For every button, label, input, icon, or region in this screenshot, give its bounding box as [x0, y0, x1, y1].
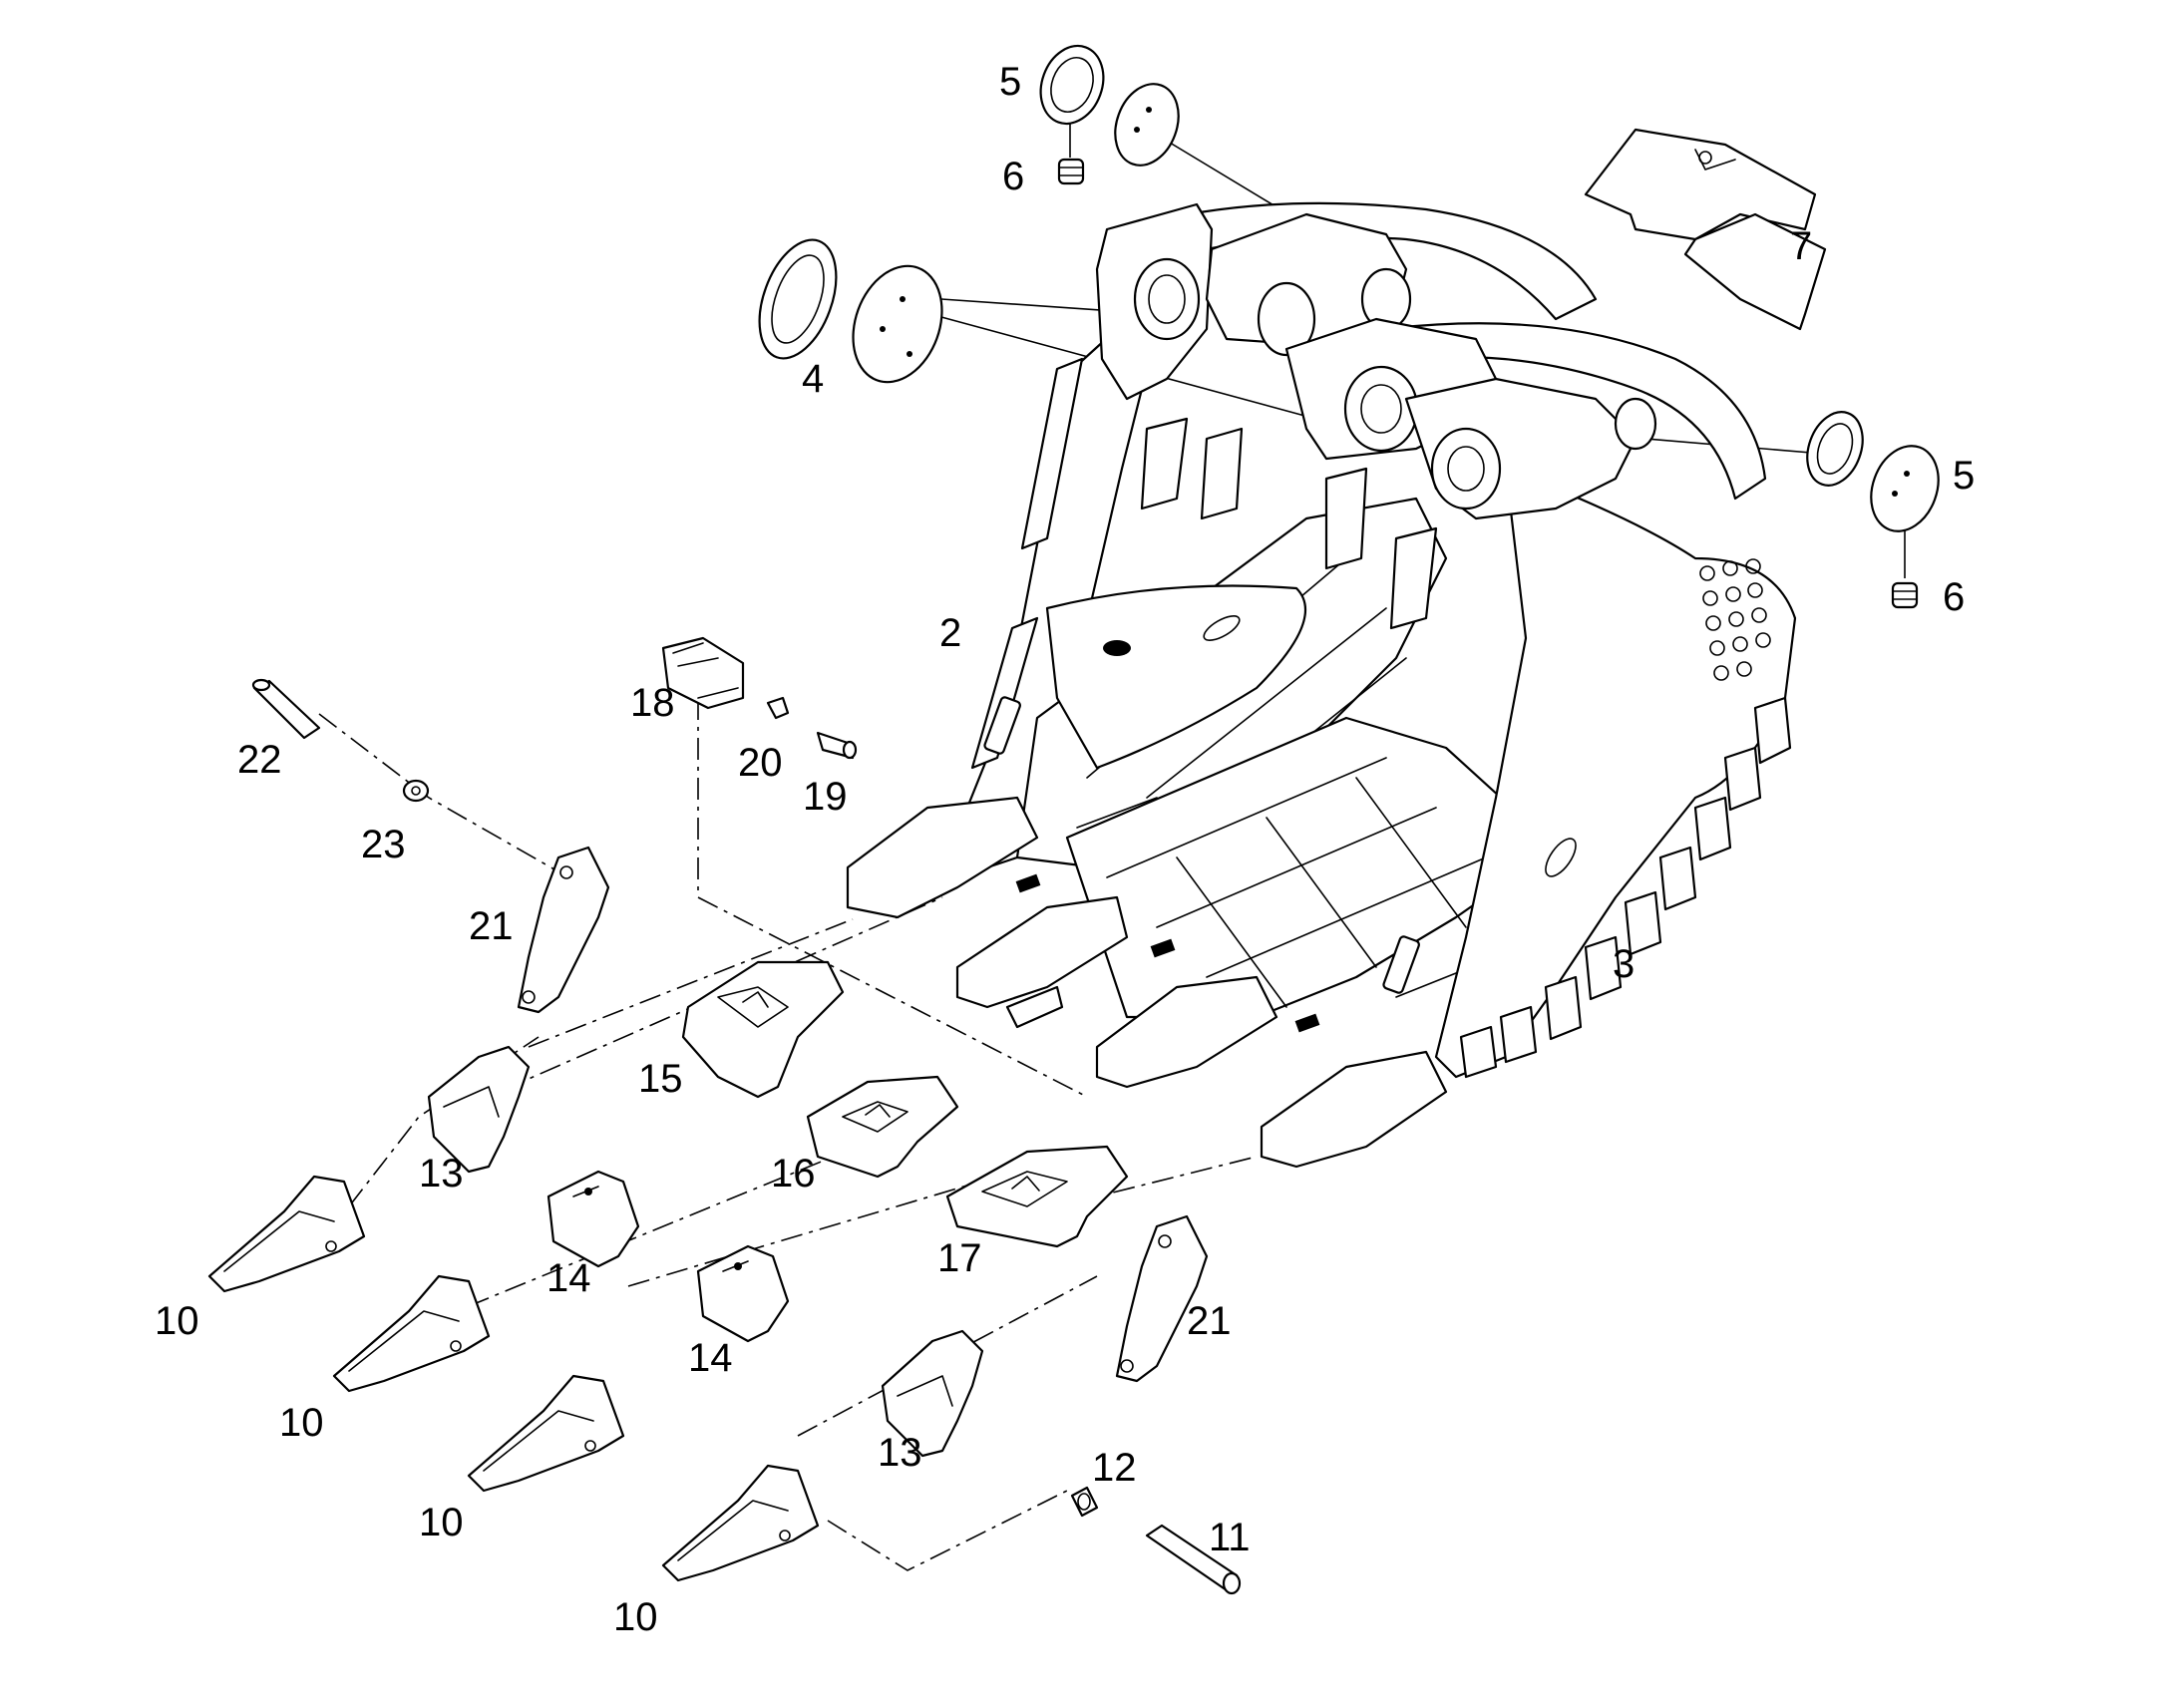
lip-adapters: [846, 796, 1448, 1169]
callout-labels: 2 3 4 5 5 6 6 7 10 10 10 10 11 12 13 13 …: [155, 60, 1975, 1639]
callout-13-lower: 13: [878, 1431, 922, 1475]
callout-18: 18: [630, 681, 675, 725]
tooth-10-a: [207, 1175, 366, 1293]
wear-segment-18: [661, 636, 745, 710]
callout-10-d: 10: [613, 1595, 658, 1639]
callout-11: 11: [1209, 1516, 1251, 1559]
adapter-13-lower: [881, 1329, 984, 1458]
callout-14-lower: 14: [688, 1336, 733, 1380]
adapter-13-upper: [427, 1045, 531, 1174]
mounting-bracket: [970, 202, 1657, 994]
callout-21-right: 21: [1187, 1299, 1232, 1343]
tooth-10-b: [332, 1274, 491, 1393]
washer-23: [402, 779, 430, 803]
grease-fitting-6-right: [1891, 581, 1919, 609]
side-cutter-row: [1459, 696, 1792, 1079]
callout-2: 2: [939, 611, 961, 655]
pin-cover-5-upper: [1039, 44, 1180, 167]
callout-10-c: 10: [419, 1501, 464, 1544]
callout-4: 4: [802, 357, 824, 401]
callout-17: 17: [937, 1236, 982, 1280]
callout-20: 20: [738, 741, 783, 785]
bucket-body: [945, 201, 1797, 1079]
pin-19: [816, 731, 858, 760]
callout-6-right: 6: [1943, 575, 1965, 619]
retainer-clip-20: [766, 696, 790, 720]
callout-10-a: 10: [155, 1299, 199, 1343]
callout-10-b: 10: [279, 1401, 324, 1445]
callout-19: 19: [803, 775, 848, 819]
side-protector-21-left: [517, 846, 610, 1014]
callout-22: 22: [237, 738, 282, 782]
lip-shroud-17: [945, 1145, 1129, 1248]
pin-cover-5-right: [1806, 411, 1940, 532]
callout-5-right: 5: [1953, 454, 1975, 498]
grease-fitting-6-upper: [1057, 158, 1085, 185]
callout-3: 3: [1613, 942, 1635, 986]
pin-cover-4: [758, 238, 943, 384]
guard-plate-7: [1584, 128, 1827, 331]
lip-shroud-15: [681, 960, 845, 1099]
callout-13-upper: 13: [419, 1152, 464, 1196]
retainer-12: [1070, 1486, 1099, 1518]
lip-shroud-16: [806, 1075, 959, 1179]
callout-7: 7: [1790, 224, 1812, 268]
callout-21-left: 21: [469, 904, 514, 948]
callout-5-upper: 5: [999, 60, 1021, 104]
callout-16: 16: [771, 1152, 816, 1196]
callout-12: 12: [1092, 1446, 1137, 1490]
pin-22: [251, 678, 321, 740]
callout-14-upper: 14: [546, 1256, 591, 1300]
shroud-14-upper: [546, 1170, 640, 1268]
callout-23: 23: [361, 823, 406, 866]
tooth-pin-11: [1145, 1524, 1242, 1595]
tooth-10-d: [661, 1464, 820, 1582]
shroud-14-lower: [696, 1244, 790, 1343]
callout-15: 15: [638, 1057, 683, 1101]
callout-6-upper: 6: [1002, 155, 1024, 198]
tooth-10-c: [467, 1374, 625, 1493]
side-protector-21-right: [1115, 1214, 1209, 1383]
vent-holes: [1699, 558, 1771, 681]
